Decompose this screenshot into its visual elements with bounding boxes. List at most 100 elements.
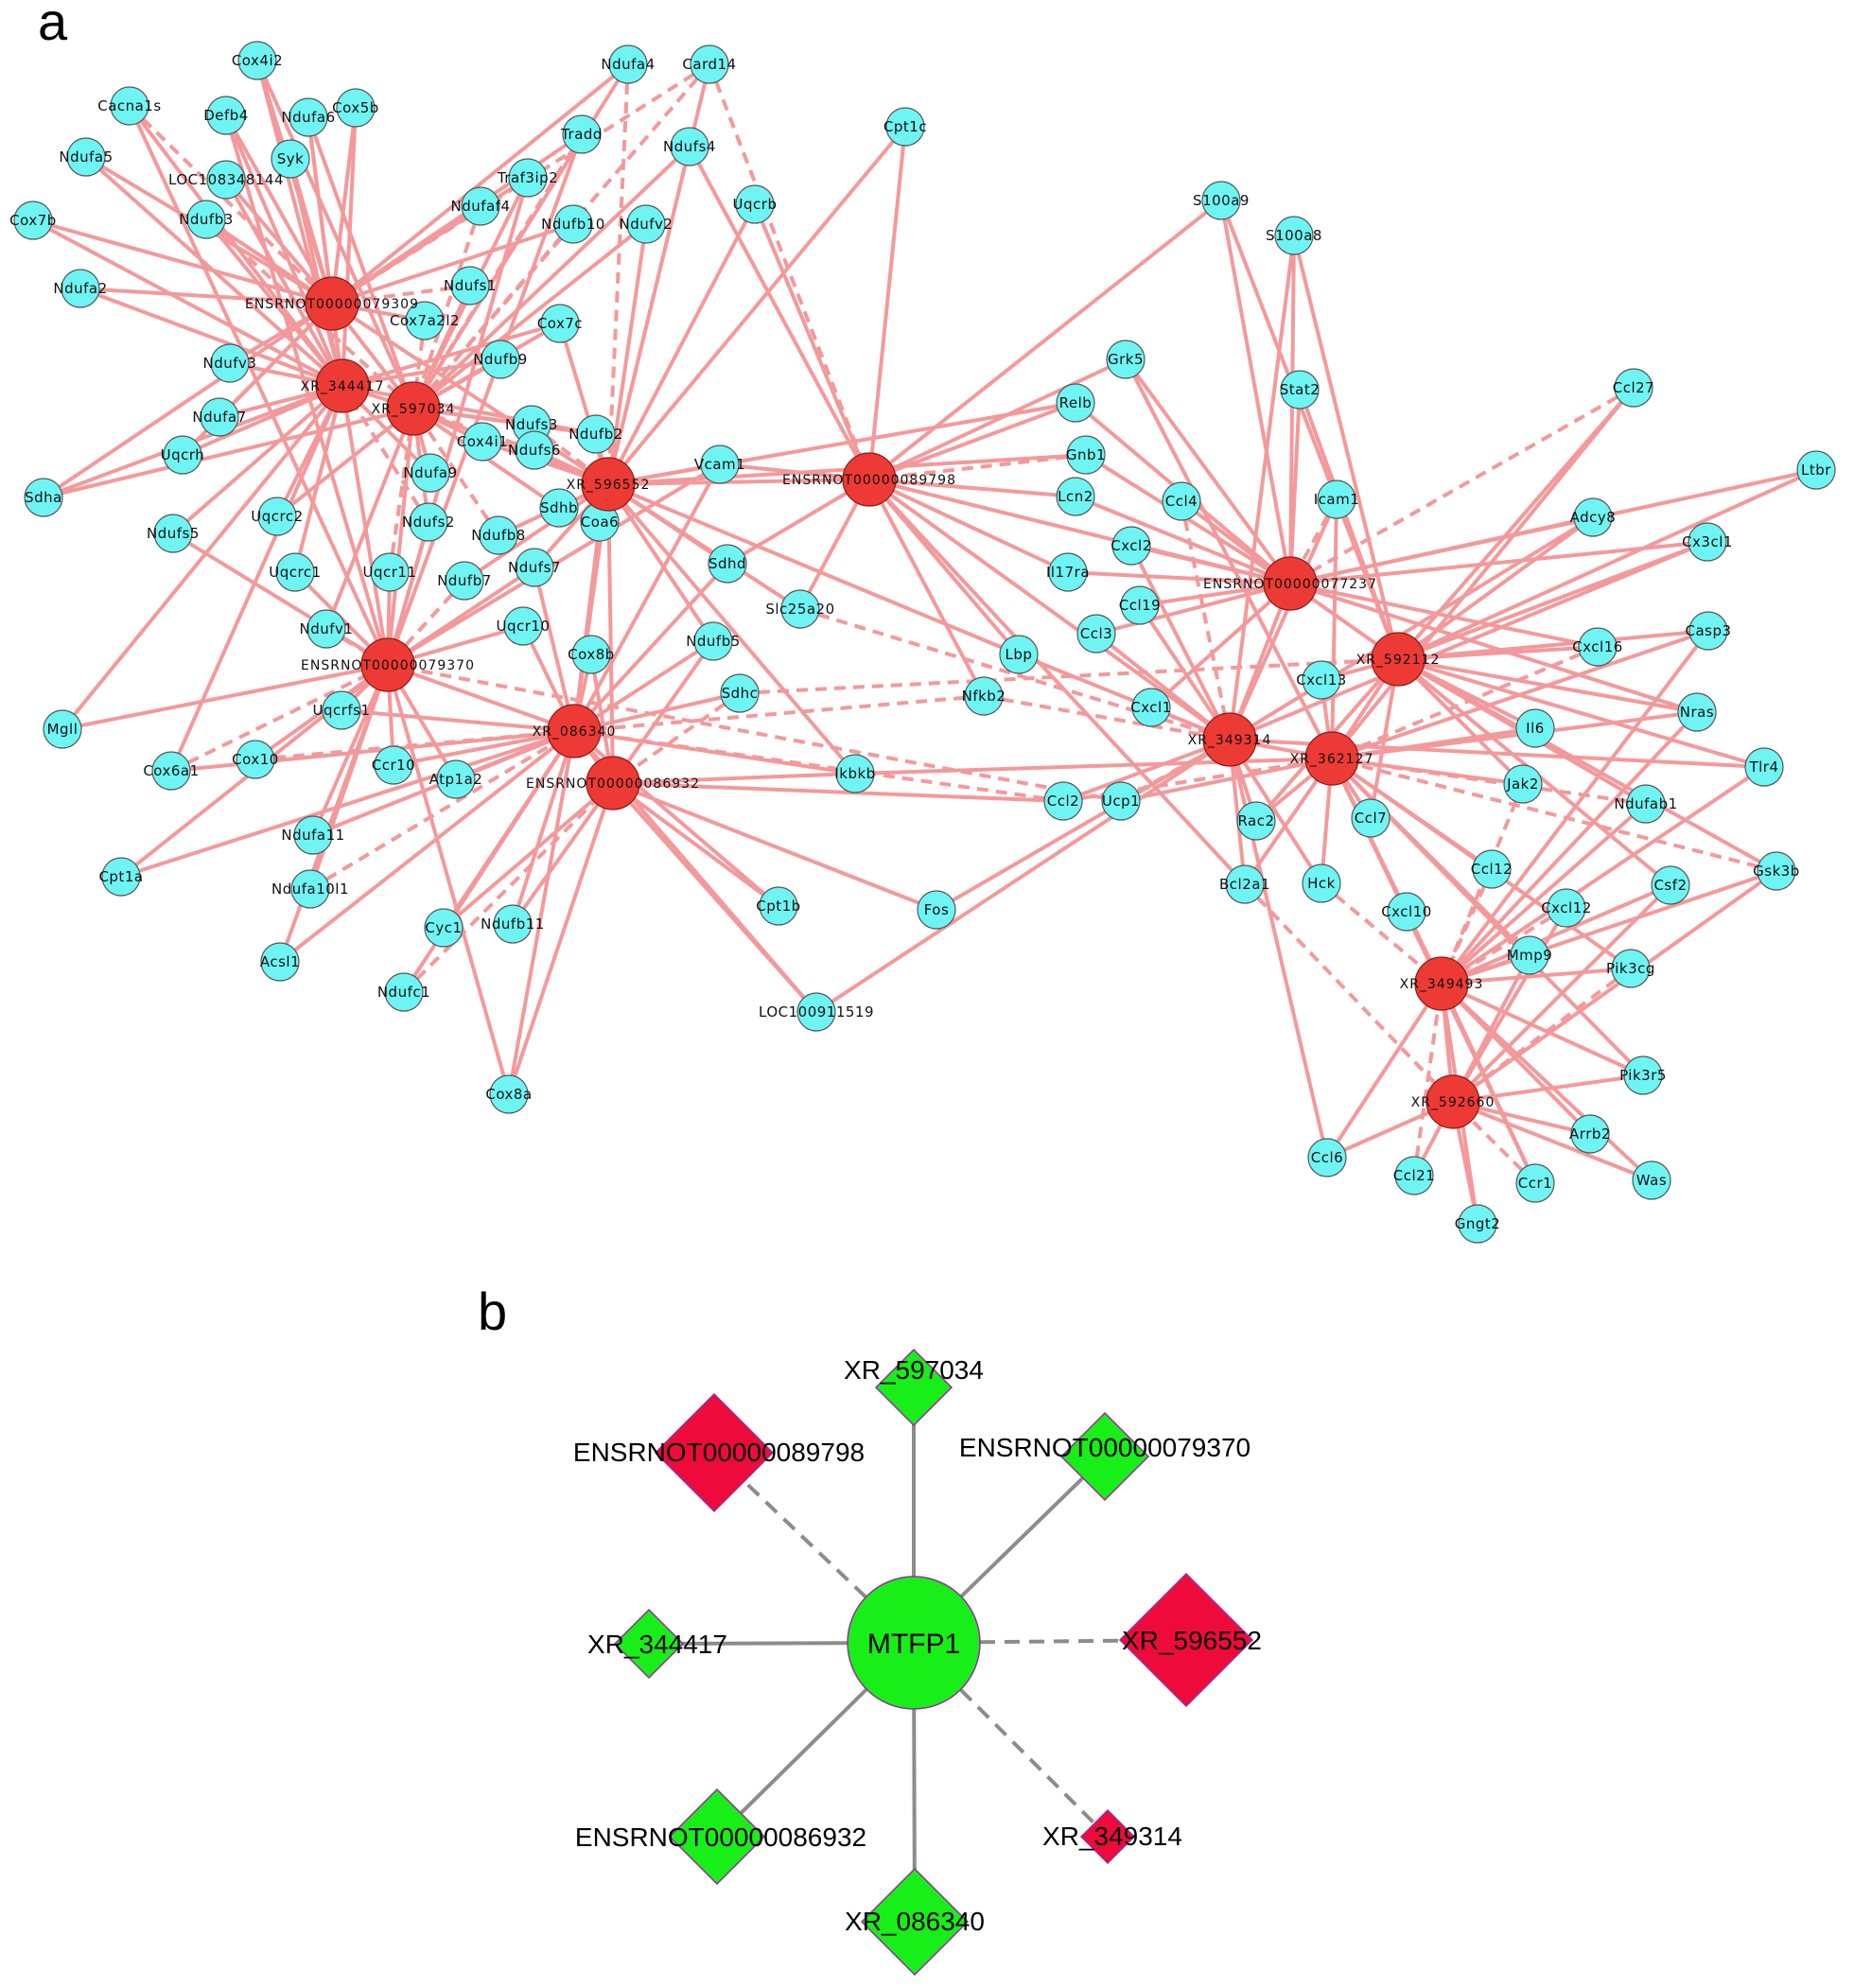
gene-node-circle xyxy=(24,478,63,517)
lncrna-label: XR_344417 xyxy=(587,1630,727,1659)
gene-node-circle xyxy=(493,904,533,944)
gene-node-circle xyxy=(409,502,448,542)
gene-node-circle xyxy=(1688,611,1728,651)
hub-circle xyxy=(847,1576,981,1710)
lncrna-diamond-ensrnot00000089798: ENSRNOT00000089798 xyxy=(573,1392,865,1513)
gene-node-ndufb3: Ndufb3 xyxy=(179,200,233,239)
gene-node-circle xyxy=(693,621,733,661)
gene-node-circle xyxy=(780,589,820,629)
edge xyxy=(224,114,390,666)
edge xyxy=(224,179,344,387)
edge xyxy=(43,407,414,499)
edge-dashed xyxy=(573,729,1064,803)
gene-node-uqcrb: Uqcrb xyxy=(733,184,777,224)
gene-node-cox6a1: Cox6a1 xyxy=(143,751,199,791)
gene-node-ccl2: Ccl2 xyxy=(1043,781,1083,821)
gene-node-circle xyxy=(436,759,476,799)
gene-label: Card14 xyxy=(682,56,736,73)
gene-node-circle xyxy=(1688,522,1727,562)
panel-a-label: a xyxy=(38,0,68,51)
gene-node-circle xyxy=(210,343,250,383)
edge xyxy=(331,222,574,305)
edge xyxy=(1289,540,1708,585)
edge xyxy=(1149,582,1292,709)
gene-label: Sdha xyxy=(25,489,62,506)
edge xyxy=(341,384,597,436)
gene-node-csf2: Csf2 xyxy=(1651,865,1690,905)
edge xyxy=(289,158,344,387)
lncrna-node-circle xyxy=(581,457,636,512)
gene-node-traf3ip2: Traf3ip2 xyxy=(497,158,558,198)
gene-node-cox7b: Cox7b xyxy=(9,201,56,240)
gene-node-ccl7: Ccl7 xyxy=(1351,798,1390,838)
edge xyxy=(573,691,741,733)
gene-label: Adcy8 xyxy=(1570,509,1617,526)
gene-node-circle xyxy=(571,635,611,674)
lncrna-diamond-ensrnot00000079370: ENSRNOT00000079370 xyxy=(959,1411,1251,1502)
gene-label: Ndufs1 xyxy=(444,277,497,294)
gene-node-circle xyxy=(306,609,346,649)
gene-node-circle xyxy=(370,552,410,592)
edge xyxy=(1219,200,1292,584)
gene-node-sdhd: Sdhd xyxy=(708,544,747,584)
gene-label: Ndufv1 xyxy=(300,620,354,637)
gene-label: Cxcl2 xyxy=(1111,537,1152,554)
gene-node-ndufc1: Ndufc1 xyxy=(377,972,430,1012)
gene-label: Ndufb8 xyxy=(471,527,526,544)
gene-node-circle xyxy=(289,97,328,137)
gene-node-casp3: Casp3 xyxy=(1685,611,1731,651)
edge xyxy=(867,126,907,480)
gene-node-circle xyxy=(1106,340,1146,379)
lncrna-label: XR_086340 xyxy=(845,1907,985,1936)
gene-label: Cpt1b xyxy=(756,898,800,915)
edge xyxy=(606,482,857,776)
downregulated-diamond xyxy=(860,1867,970,1977)
network-a-edges xyxy=(32,60,1817,1225)
edge xyxy=(224,178,334,305)
gene-node-cx3cl1: Cx3cl1 xyxy=(1682,522,1732,562)
lncrna-label: ENSRNOT00000086932 xyxy=(575,1822,866,1852)
lncrna-label: ENSRNOT00000079370 xyxy=(959,1433,1251,1462)
gene-label: Slc25a20 xyxy=(765,601,834,618)
edge xyxy=(573,729,856,776)
gene-node-circle xyxy=(1578,627,1618,667)
gene-node-lcn2: Lcn2 xyxy=(1056,477,1095,516)
gene-node-circle xyxy=(1677,692,1717,732)
gene-node-ccr10: Ccr10 xyxy=(372,745,415,785)
gene-label: Ccl12 xyxy=(1471,861,1513,878)
gene-node-cxcl10: Cxcl10 xyxy=(1381,892,1431,932)
edge xyxy=(341,385,390,666)
gene-node-circle xyxy=(503,606,543,646)
edge xyxy=(1440,982,1653,1182)
gene-label: Cox8a xyxy=(485,1086,532,1103)
gene-node-circle xyxy=(237,41,277,80)
gene-node-circle xyxy=(43,709,82,749)
gene-node-ccl3: Ccl3 xyxy=(1076,614,1116,654)
hub-label: MTFP1 xyxy=(867,1629,960,1660)
lncrna-node-circle xyxy=(1414,956,1469,1011)
gene-label: Uqcrfs1 xyxy=(312,702,370,719)
gene-node-ndufb7: Ndufb7 xyxy=(437,561,491,601)
gene-node-syk: Syk xyxy=(271,139,310,179)
edge xyxy=(1289,515,1594,585)
gene-node-nfkb2: Nfkb2 xyxy=(962,676,1006,716)
gene-node-defb4: Defb4 xyxy=(203,96,248,135)
gene-node-acsl1: Acsl1 xyxy=(260,942,300,982)
gene-node-s100a8: S100a8 xyxy=(1266,216,1321,255)
gene-node-uqcrc2: Uqcrc2 xyxy=(251,497,303,536)
gene-node-circle xyxy=(411,453,450,493)
lncrna-node-ensrnot00000079370: ENSRNOT00000079370 xyxy=(301,637,474,692)
lncrna-label: ENSRNOT00000077237 xyxy=(1203,577,1377,592)
gene-node-circle xyxy=(66,137,106,177)
gene-node-cxcl13: Cxcl13 xyxy=(1296,660,1346,700)
edge-mtfp1-xr-349314 xyxy=(959,1688,1096,1825)
network-b-edges xyxy=(673,1414,1139,1884)
gene-node-loc100911519: LOC100911519 xyxy=(759,992,874,1032)
lncrna-diamond-xr-597034: XR_597034 xyxy=(844,1348,984,1427)
edge xyxy=(1228,498,1338,741)
gene-label: Uqcr10 xyxy=(496,618,550,635)
gene-node-circle xyxy=(1317,480,1356,519)
gene-label: Ccr1 xyxy=(1518,1175,1552,1192)
gene-label: Cox7a2l2 xyxy=(390,312,460,329)
